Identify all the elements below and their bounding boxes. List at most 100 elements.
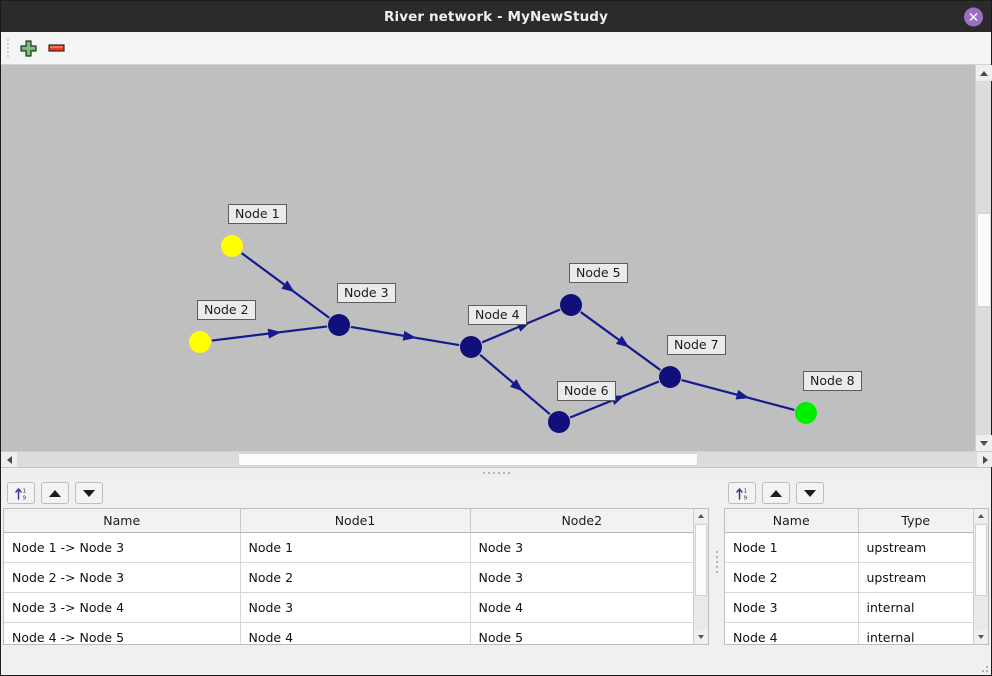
network-node-node-7[interactable] bbox=[659, 366, 681, 388]
table-cell[interactable]: Node 1 bbox=[725, 532, 859, 563]
svg-text:9: 9 bbox=[744, 495, 748, 501]
table-cell[interactable]: upstream bbox=[858, 562, 973, 593]
title-bar: River network - MyNewStudy bbox=[1, 1, 991, 32]
node-label-node-5[interactable]: Node 5 bbox=[569, 263, 628, 284]
vscroll-thumb[interactable] bbox=[977, 213, 991, 307]
node-label-node-2[interactable]: Node 2 bbox=[197, 300, 256, 321]
hscroll-thumb[interactable] bbox=[238, 453, 698, 466]
canvas-horizontal-scrollbar[interactable] bbox=[1, 451, 992, 467]
nodes-scroll-up-icon[interactable] bbox=[974, 509, 988, 523]
move-down-button[interactable] bbox=[75, 482, 103, 504]
column-header-name[interactable]: Name bbox=[725, 509, 859, 533]
column-header-node2[interactable]: Node2 bbox=[470, 509, 693, 533]
nodes-sort-ascending-icon[interactable]: 1 9 bbox=[728, 482, 756, 504]
main-toolbar bbox=[1, 32, 991, 65]
scroll-up-icon[interactable] bbox=[976, 65, 992, 81]
branches-scroll-up-icon[interactable] bbox=[694, 509, 708, 523]
network-node-node-5[interactable] bbox=[560, 294, 582, 316]
close-icon[interactable] bbox=[964, 7, 983, 26]
add-plus-icon[interactable] bbox=[14, 34, 42, 62]
network-node-node-3[interactable] bbox=[328, 314, 350, 336]
table-cell[interactable]: Node 4 -> Node 5 bbox=[4, 622, 241, 644]
table-cell[interactable]: Node 3 bbox=[470, 562, 693, 593]
column-header-type[interactable]: Type bbox=[858, 509, 973, 533]
network-node-node-1[interactable] bbox=[221, 235, 243, 257]
node-label-node-3[interactable]: Node 3 bbox=[337, 283, 396, 304]
table-cell[interactable]: Node 3 -> Node 4 bbox=[4, 592, 241, 623]
nodes-vscroll-thumb[interactable] bbox=[975, 524, 987, 596]
scroll-right-icon[interactable] bbox=[977, 452, 992, 467]
node-label-node-7[interactable]: Node 7 bbox=[667, 335, 726, 356]
table-cell[interactable]: Node 2 -> Node 3 bbox=[4, 562, 241, 593]
table-cell[interactable]: Node 4 bbox=[470, 592, 693, 623]
node-label-node-8[interactable]: Node 8 bbox=[803, 371, 862, 392]
node-label-node-1[interactable]: Node 1 bbox=[228, 204, 287, 225]
edge-arrow-icon bbox=[281, 280, 295, 293]
table-cell[interactable]: internal bbox=[858, 592, 973, 623]
splitter-grip-dots bbox=[482, 472, 510, 474]
edge-arrow-icon bbox=[615, 335, 630, 348]
window-resize-grip[interactable] bbox=[978, 662, 988, 672]
svg-text:9: 9 bbox=[23, 495, 27, 501]
edge-arrow-icon bbox=[267, 328, 282, 339]
table-cell[interactable]: Node 4 bbox=[725, 622, 859, 644]
table-cell[interactable]: Node 3 bbox=[725, 592, 859, 623]
edge-arrow-icon bbox=[735, 389, 750, 400]
node-label-node-6[interactable]: Node 6 bbox=[557, 381, 616, 402]
node-label-node-4[interactable]: Node 4 bbox=[468, 305, 527, 326]
horizontal-splitter[interactable] bbox=[1, 467, 991, 478]
sort-ascending-icon[interactable]: 1 9 bbox=[7, 482, 35, 504]
vertical-splitter[interactable] bbox=[711, 478, 722, 645]
scroll-left-icon[interactable] bbox=[1, 452, 17, 467]
table-cell[interactable]: Node 2 bbox=[725, 562, 859, 593]
table-cell[interactable]: Node 4 bbox=[240, 622, 471, 644]
window-title: River network - MyNewStudy bbox=[384, 8, 608, 25]
move-up-button[interactable] bbox=[41, 482, 69, 504]
column-header-node1[interactable]: Node1 bbox=[240, 509, 471, 533]
table-cell[interactable]: internal bbox=[858, 622, 973, 644]
column-header-name[interactable]: Name bbox=[4, 509, 241, 533]
table-cell[interactable]: Node 1 -> Node 3 bbox=[4, 532, 241, 563]
table-cell[interactable]: Node 1 bbox=[240, 532, 471, 563]
network-node-node-2[interactable] bbox=[189, 331, 211, 353]
table-cell[interactable]: Node 2 bbox=[240, 562, 471, 593]
canvas-vertical-scrollbar[interactable] bbox=[975, 65, 992, 451]
network-node-node-4[interactable] bbox=[460, 336, 482, 358]
branches-scroll-down-icon[interactable] bbox=[694, 630, 708, 644]
scroll-down-icon[interactable] bbox=[976, 435, 992, 451]
table-cell[interactable]: upstream bbox=[858, 532, 973, 563]
nodes-scroll-down-icon[interactable] bbox=[974, 630, 988, 644]
nodes-move-down-button[interactable] bbox=[796, 482, 824, 504]
nodes-move-up-button[interactable] bbox=[762, 482, 790, 504]
edge-arrow-icon bbox=[402, 330, 417, 341]
branches-toolbar: 1 9 bbox=[1, 478, 711, 508]
table-cell[interactable]: Node 3 bbox=[470, 532, 693, 563]
svg-text:1: 1 bbox=[23, 488, 26, 494]
branches-vscroll-thumb[interactable] bbox=[695, 524, 707, 596]
svg-text:1: 1 bbox=[744, 488, 747, 494]
vsplitter-grip-dots bbox=[715, 550, 718, 573]
river-network-diagram[interactable]: Node 1 Node 2 Node 3 Node 4 Node 5 Node 6 Node… bbox=[1, 65, 975, 451]
toolbar-grip[interactable] bbox=[5, 37, 11, 59]
table-cell[interactable]: Node 5 bbox=[470, 622, 693, 644]
remove-minus-icon[interactable] bbox=[42, 34, 70, 62]
table-cell[interactable]: Node 3 bbox=[240, 592, 471, 623]
nodes-vertical-scrollbar[interactable] bbox=[973, 509, 988, 644]
network-node-node-8[interactable] bbox=[795, 402, 817, 424]
branches-vertical-scrollbar[interactable] bbox=[693, 509, 708, 644]
network-node-node-6[interactable] bbox=[548, 411, 570, 433]
